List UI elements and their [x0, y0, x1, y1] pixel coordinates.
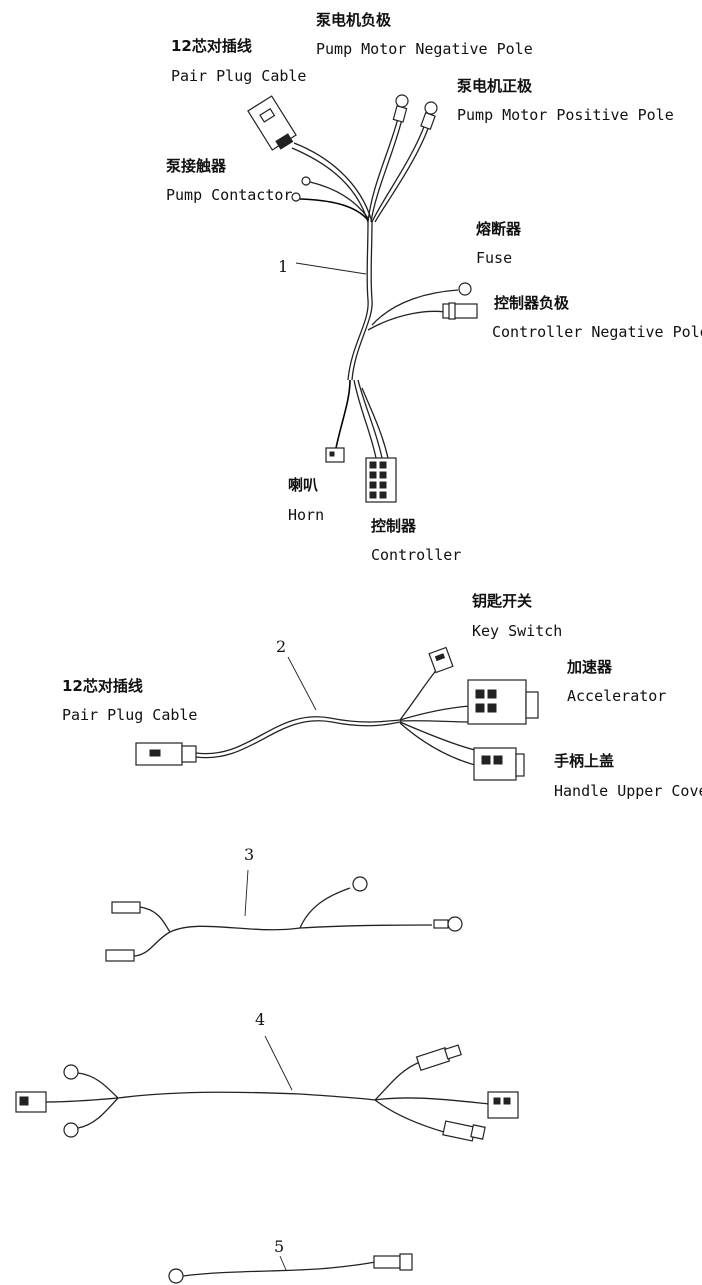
- pair-plug-cable-en-label: Pair Plug Cable: [171, 67, 307, 85]
- harness-4-number: 4: [255, 1010, 266, 1029]
- pair-plug-connector: [247, 95, 297, 151]
- pump-motor-negative-zh-label: 泵电机负极: [316, 11, 392, 29]
- handle-upper-cover-zh-label: 手柄上盖: [554, 752, 615, 770]
- horn-zh-label: 喇叭: [288, 476, 319, 494]
- harness-1-number: 1: [278, 257, 289, 276]
- pump-motor-positive-en-label: Pump Motor Positive Pole: [457, 106, 674, 124]
- pump-motor-positive-zh-label: 泵电机正极: [457, 77, 533, 95]
- controller-negative-zh-label: 控制器负极: [494, 294, 570, 312]
- harness-2: [135, 646, 539, 781]
- controller-zh-label: 控制器: [371, 517, 417, 535]
- key-switch-zh-label: 钥匙开关: [472, 592, 533, 610]
- pair-plug-cable-2-zh-label: 12芯对插线: [62, 677, 143, 695]
- harness-2-number: 2: [276, 637, 287, 656]
- accelerator-en-label: Accelerator: [567, 687, 667, 705]
- harness-5: [168, 1253, 413, 1284]
- handle-upper-cover-en-label: Handle Upper Cover: [554, 782, 702, 800]
- horn-en-label: Horn: [288, 506, 325, 524]
- harness-3-number: 3: [244, 845, 255, 864]
- controller-negative-en-label: Controller Negative Pole: [492, 323, 702, 341]
- pump-contactor-en-label: Pump Contactor: [166, 186, 293, 204]
- pump-motor-negative-en-label: Pump Motor Negative Pole: [316, 40, 533, 58]
- key-switch-en-label: Key Switch: [472, 622, 563, 640]
- fuse-zh-label: 熔断器: [476, 220, 522, 238]
- harness-5-number: 5: [274, 1237, 285, 1256]
- accelerator-zh-label: 加速器: [567, 658, 613, 676]
- harness-1: [247, 94, 478, 503]
- controller-en-label: Controller: [371, 546, 462, 564]
- harness-4: [15, 1035, 519, 1142]
- pair-plug-cable-zh-label: 12芯对插线: [171, 37, 252, 55]
- harness-3: [105, 869, 463, 962]
- pair-plug-cable-2-en-label: Pair Plug Cable: [62, 706, 198, 724]
- controller-connector: [365, 457, 397, 503]
- pump-contactor-zh-label: 泵接触器: [166, 157, 227, 175]
- fuse-en-label: Fuse: [476, 249, 513, 267]
